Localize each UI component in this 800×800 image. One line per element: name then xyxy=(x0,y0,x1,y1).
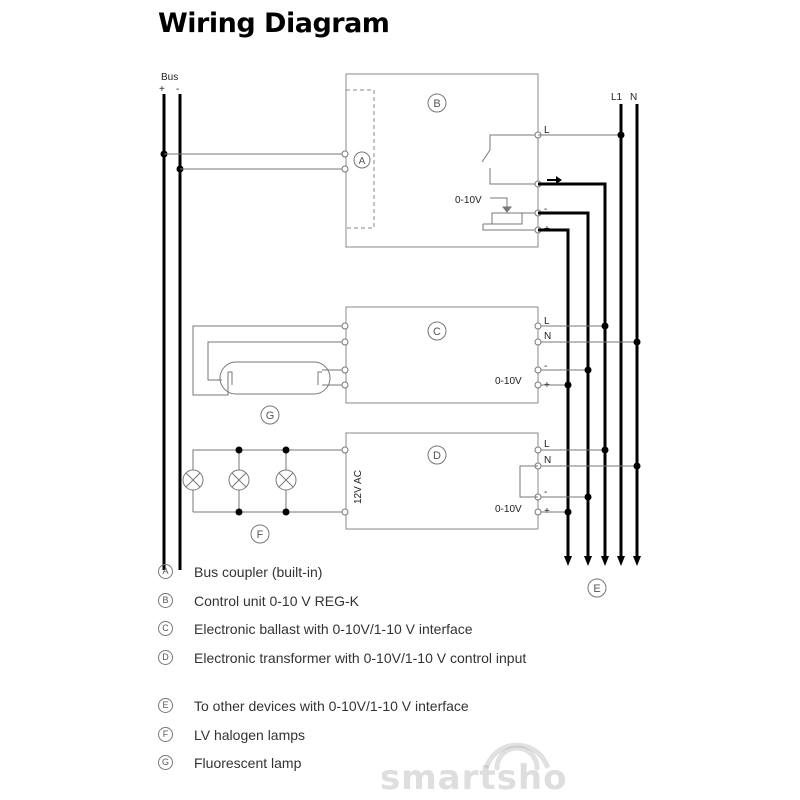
ballast-0-10v-label: 0-10V xyxy=(495,376,522,387)
legend-item-d: D Electronic transformer with 0-10V/1-10… xyxy=(158,648,554,668)
ballast-junctions xyxy=(564,322,641,389)
transformer-12v-ac-label: 12V AC xyxy=(353,470,364,504)
transformer-n-label: N xyxy=(544,455,551,466)
ballast-right-terminals xyxy=(534,322,542,389)
bus-coupler-terminal-2 xyxy=(341,165,349,173)
badge-f xyxy=(250,524,270,544)
legend-badge-b: B xyxy=(158,593,173,608)
control-unit-l-label: L xyxy=(544,125,550,136)
bus-coupler-wires xyxy=(164,153,342,170)
legend-text-d: Electronic transformer with 0-10V/1-10 V… xyxy=(194,650,527,666)
badge-b-letter: B xyxy=(433,98,440,110)
legend-badge-d: D xyxy=(158,650,173,665)
legend-badge-a: A xyxy=(158,564,173,579)
control-unit-0-10v-label: 0-10V xyxy=(455,195,482,206)
ballast-minus-label: - xyxy=(544,361,547,372)
legend-text-e: To other devices with 0-10V/1-10 V inter… xyxy=(194,698,469,714)
legend-badge-f: F xyxy=(158,727,173,742)
legend-text-b: Control unit 0-10 V REG-K xyxy=(194,593,359,609)
ballast-l-label: L xyxy=(544,316,550,327)
badge-e xyxy=(587,578,607,598)
legend-badge-c: C xyxy=(158,621,173,636)
transformer-left-terminals xyxy=(341,446,349,516)
bus-line-arrows xyxy=(564,556,641,566)
l1-junction xyxy=(617,131,625,139)
output-arrow-head xyxy=(556,176,562,184)
legend-text-g: Fluorescent lamp xyxy=(194,755,302,771)
badge-c xyxy=(427,321,447,341)
control-bus-lines xyxy=(538,104,639,558)
watermark: smartsho xyxy=(380,758,568,798)
bus-plus-label: + xyxy=(159,84,165,95)
ballast-n-label: N xyxy=(544,331,551,342)
badge-b xyxy=(427,93,447,113)
transformer-0-10v-label: 0-10V xyxy=(495,504,522,515)
legend-text-a: Bus coupler (built-in) xyxy=(194,564,323,580)
transformer-junctions xyxy=(564,446,641,516)
legend-badge-e: E xyxy=(158,698,173,713)
badge-g-letter: G xyxy=(266,410,275,422)
badge-c-letter: C xyxy=(433,326,441,338)
bus-coupler-terminal-1 xyxy=(341,150,349,158)
legend-item-f: F LV halogen lamps xyxy=(158,725,554,745)
badge-f-letter: F xyxy=(257,529,264,541)
badge-d xyxy=(427,445,447,465)
ballast-left-terminals xyxy=(341,322,349,389)
legend-item-b: B Control unit 0-10 V REG-K xyxy=(158,591,554,611)
halogen-lamp-3-icon xyxy=(275,469,297,491)
legend-item-c: C Electronic ballast with 0-10V/1-10 V i… xyxy=(158,619,554,639)
legend-badge-g: G xyxy=(158,755,173,770)
bus-minus-label: - xyxy=(176,84,179,95)
halogen-junctions xyxy=(235,446,290,516)
badge-a xyxy=(353,151,371,169)
legend-item-a: A Bus coupler (built-in) xyxy=(158,562,554,582)
halogen-lamp-wiring xyxy=(192,449,342,513)
transformer-minus-label: - xyxy=(544,487,547,498)
fluorescent-lamp xyxy=(192,325,342,396)
badge-a-letter: A xyxy=(359,156,366,167)
mains-l1-label: L1 xyxy=(611,92,623,103)
halogen-lamp-2-icon xyxy=(228,469,250,491)
transformer-connections xyxy=(541,449,637,513)
bus-lines xyxy=(162,94,182,570)
bus-coupler-dashed-box xyxy=(345,89,375,229)
legend-text-c: Electronic ballast with 0-10V/1-10 V int… xyxy=(194,621,473,637)
transformer-box xyxy=(345,432,539,530)
relay-contact xyxy=(481,134,538,185)
badge-d-letter: D xyxy=(433,450,441,462)
ballast-box xyxy=(345,306,539,404)
transformer-bridge xyxy=(519,465,538,498)
transformer-l-label: L xyxy=(544,439,550,450)
legend-text-f: LV halogen lamps xyxy=(194,727,306,743)
bus-label: Bus xyxy=(161,72,178,83)
page-title: Wiring Diagram xyxy=(158,8,390,39)
control-unit-minus-label: - xyxy=(544,204,547,215)
legend-item-g: G Fluorescent lamp xyxy=(158,753,554,773)
mains-n-label: N xyxy=(630,92,637,103)
badge-g xyxy=(260,405,280,425)
ballast-connections xyxy=(541,325,637,386)
badge-e-letter: E xyxy=(593,583,600,595)
potentiometer xyxy=(482,197,538,231)
halogen-lamp-1-icon xyxy=(182,469,204,491)
wifi-icon xyxy=(484,742,550,771)
legend-item-e: E To other devices with 0-10V/1-10 V int… xyxy=(158,696,554,716)
